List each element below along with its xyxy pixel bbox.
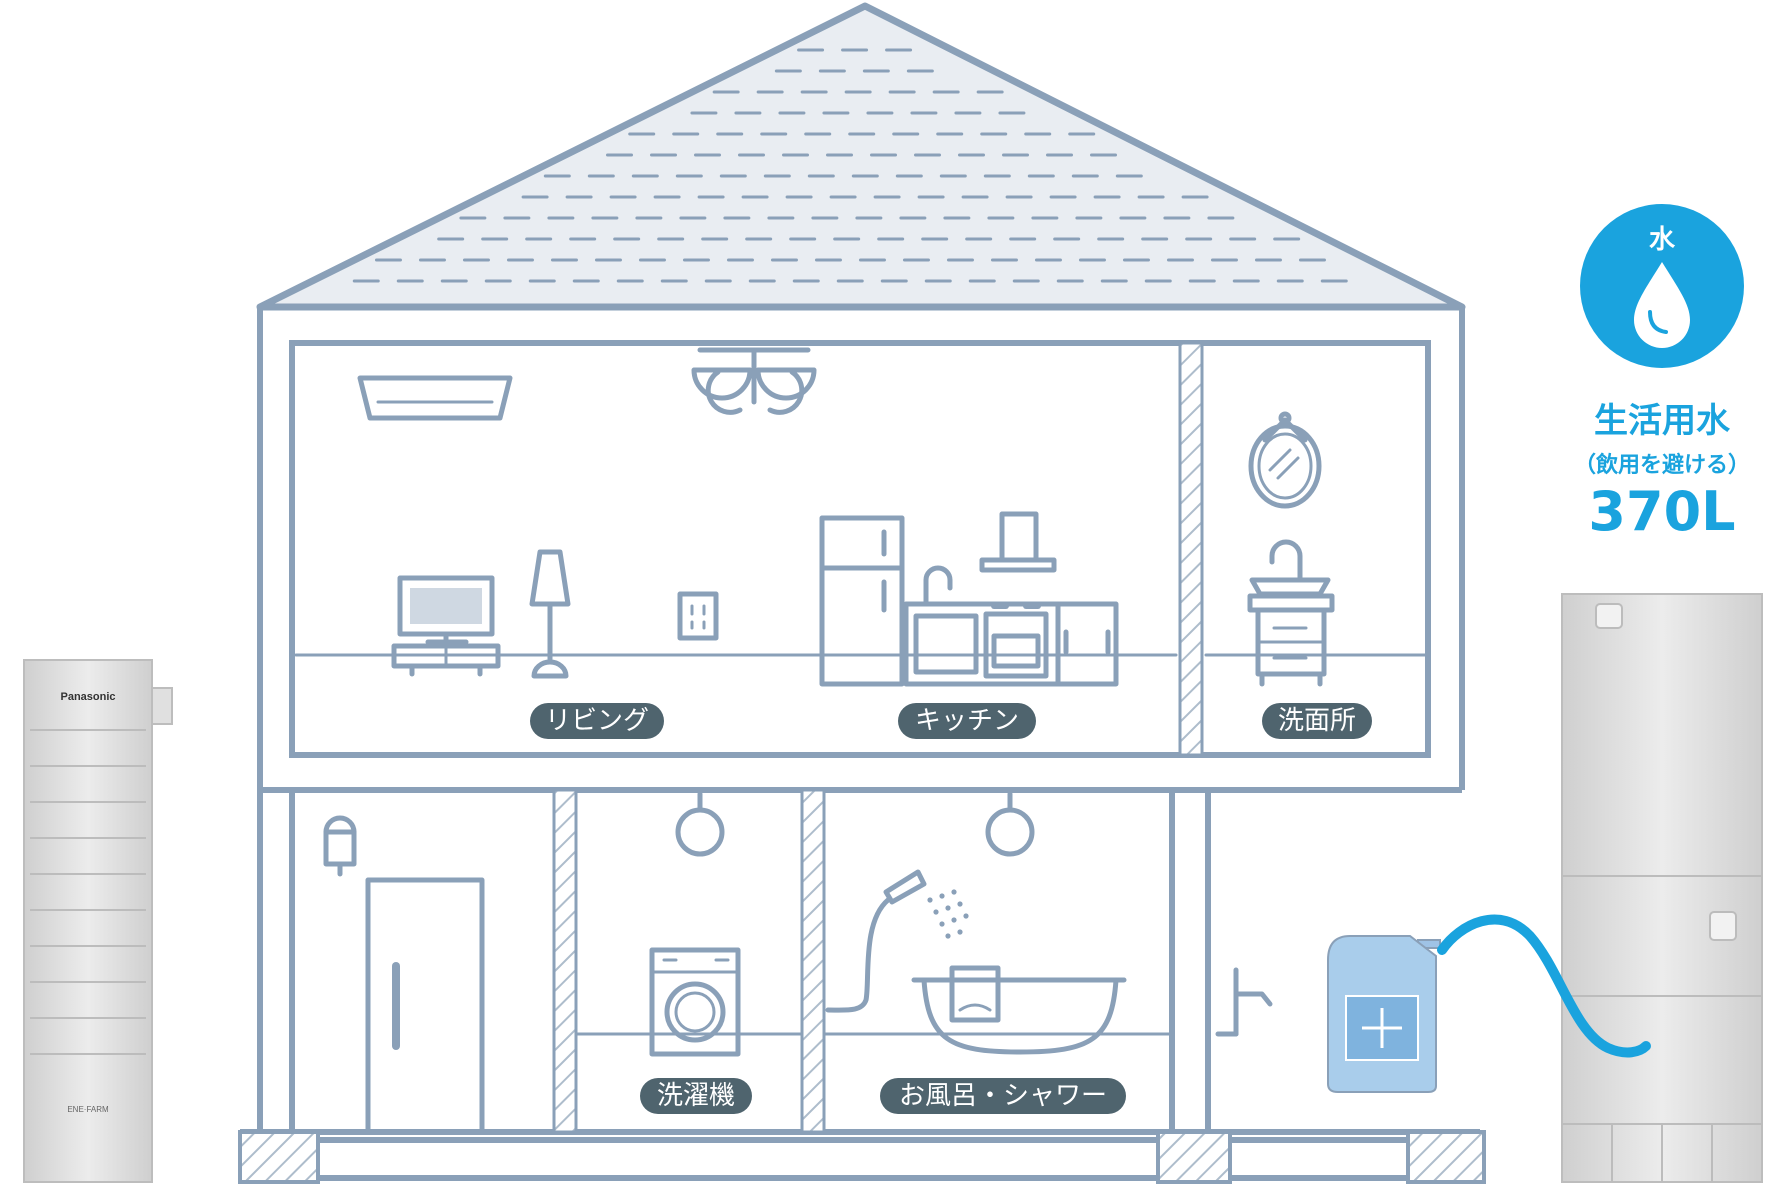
water-drop [957,929,963,935]
ceiling-light-bath-icon [985,791,1035,857]
label-washroom: 洗面所 [1262,703,1372,739]
panasonic-logo: Panasonic [60,691,115,703]
label-laundry-text: 洗濯機 [657,1081,735,1111]
air-conditioner-icon [357,375,513,421]
door-icon [365,877,485,1135]
label-kitchen-text: キッチン [915,706,1019,736]
ceiling-light-laundry-icon [675,791,725,857]
kitchen-counter-icon [903,511,1119,687]
water-drop [945,905,951,911]
water-drop [933,909,939,915]
upper-floor [289,340,1431,758]
label-washroom-text: 洗面所 [1278,706,1356,736]
enefarm-logo: ENE·FARM [67,1105,109,1114]
water-badge-text: 水 [1649,225,1676,255]
water-drop [927,897,933,903]
vanity-sink-icon [1247,539,1335,687]
water-drop [957,901,963,907]
wall-lantern-icon [323,815,357,877]
water-drop [945,933,951,939]
water-note: （飲用を避ける） [1574,452,1750,478]
foundation [238,1130,1486,1184]
outdoor-faucet-icon [1215,967,1273,1037]
label-living: リビング [530,703,664,739]
water-drop [951,889,957,895]
water-badge: 水 [1580,204,1744,368]
roof [256,2,1466,311]
water-hose [1437,914,1651,1058]
tv-icon [391,575,501,677]
water-title: 生活用水 [1594,401,1731,441]
wall-outlet-icon [677,591,719,641]
water-drop [939,893,945,899]
label-bath-text: お風呂・シャワー [899,1081,1107,1111]
roof-tile-pattern [352,48,1348,283]
mirror-icon [1248,411,1322,509]
water-heater-tank-unit [1561,593,1763,1183]
water-drop-icon [1634,262,1690,348]
label-living-text: リビング [545,706,649,736]
water-drop [951,917,957,923]
bathtub-icon [911,965,1127,1055]
water-drop [939,921,945,927]
fuel-cell-unit: Panasonic ENE·FARM [23,659,173,1183]
partition-walls [552,341,1204,1134]
shower-head-icon [825,869,927,1013]
shower-water-icon [927,889,969,939]
room-labels: リビング キッチン 洗面所 洗濯機 お風呂・シャワー [530,703,1372,1114]
label-kitchen: キッチン [898,703,1036,739]
water-volume: 370L [1588,480,1735,543]
water-jug-icon [1327,935,1441,1093]
water-drop [963,913,969,919]
refrigerator-icon [819,515,905,687]
ceiling-lamp-icon [691,347,817,415]
label-bath: お風呂・シャワー [880,1078,1126,1114]
house-frame [240,304,1480,1135]
washing-machine-icon [649,947,741,1057]
label-laundry: 洗濯機 [640,1078,752,1114]
floor-lamp-icon [529,549,571,679]
